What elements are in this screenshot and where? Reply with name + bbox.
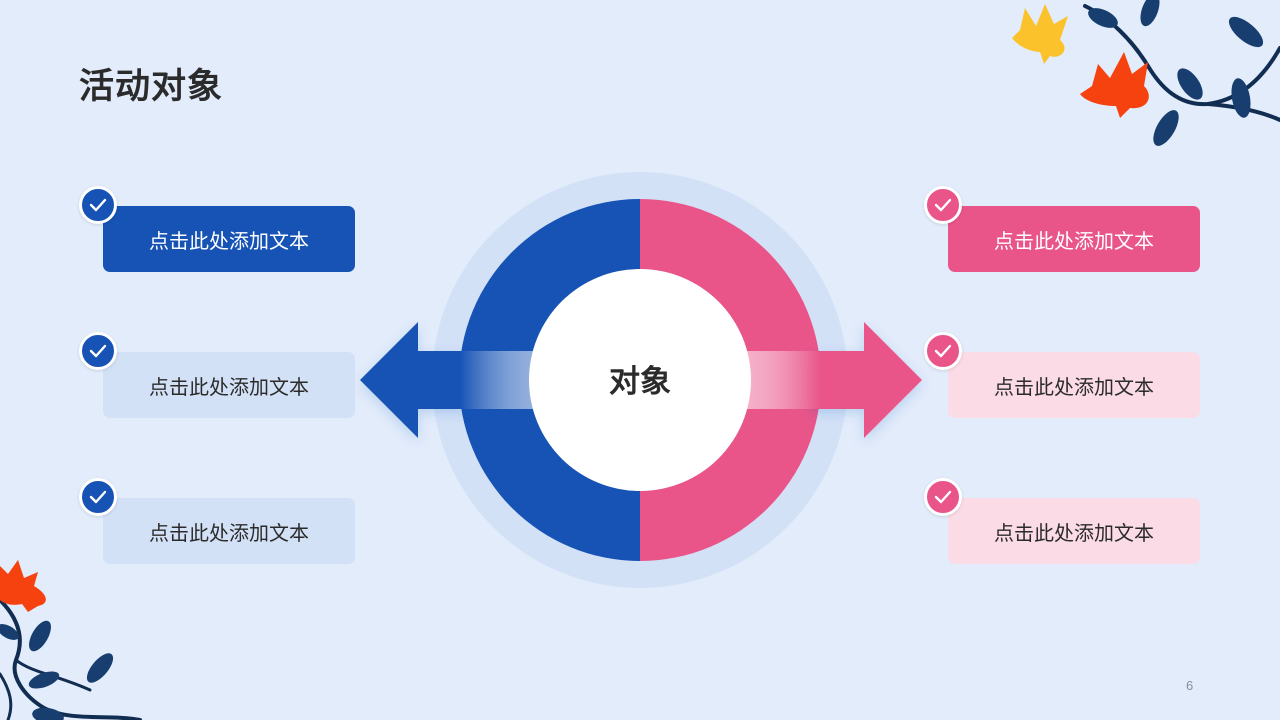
left-item-2-text: 点击此处添加文本 <box>149 374 309 399</box>
checkmark-icon <box>924 186 962 224</box>
right-item-1-text: 点击此处添加文本 <box>994 228 1154 253</box>
right-arrow-shaft-fade <box>740 351 820 409</box>
left-item-1-box[interactable]: 点击此处添加文本 <box>103 206 355 272</box>
left-item-3-box[interactable]: 点击此处添加文本 <box>103 498 355 564</box>
right-item-3-box[interactable]: 点击此处添加文本 <box>948 498 1200 564</box>
center-label: 对象 <box>609 364 671 400</box>
left-arrow <box>360 322 470 438</box>
slide-title: 活动对象 <box>79 67 224 107</box>
checkmark-icon <box>924 332 962 370</box>
left-arrow-shaft-fade <box>460 351 540 409</box>
checkmark-icon <box>79 478 117 516</box>
checkmark-icon <box>924 478 962 516</box>
checkmark-icon <box>79 332 117 370</box>
page-number: 6 <box>1186 678 1194 693</box>
right-item-1-box[interactable]: 点击此处添加文本 <box>948 206 1200 272</box>
left-item-3-text: 点击此处添加文本 <box>149 520 309 545</box>
right-arrow <box>810 322 922 438</box>
checkmark-icon <box>79 186 117 224</box>
center-circle <box>529 269 751 491</box>
right-item-2-box[interactable]: 点击此处添加文本 <box>948 352 1200 418</box>
left-item-2-box[interactable]: 点击此处添加文本 <box>103 352 355 418</box>
left-item-1-text: 点击此处添加文本 <box>149 228 309 253</box>
right-item-3-text: 点击此处添加文本 <box>994 520 1154 545</box>
right-item-2-text: 点击此处添加文本 <box>994 374 1154 399</box>
